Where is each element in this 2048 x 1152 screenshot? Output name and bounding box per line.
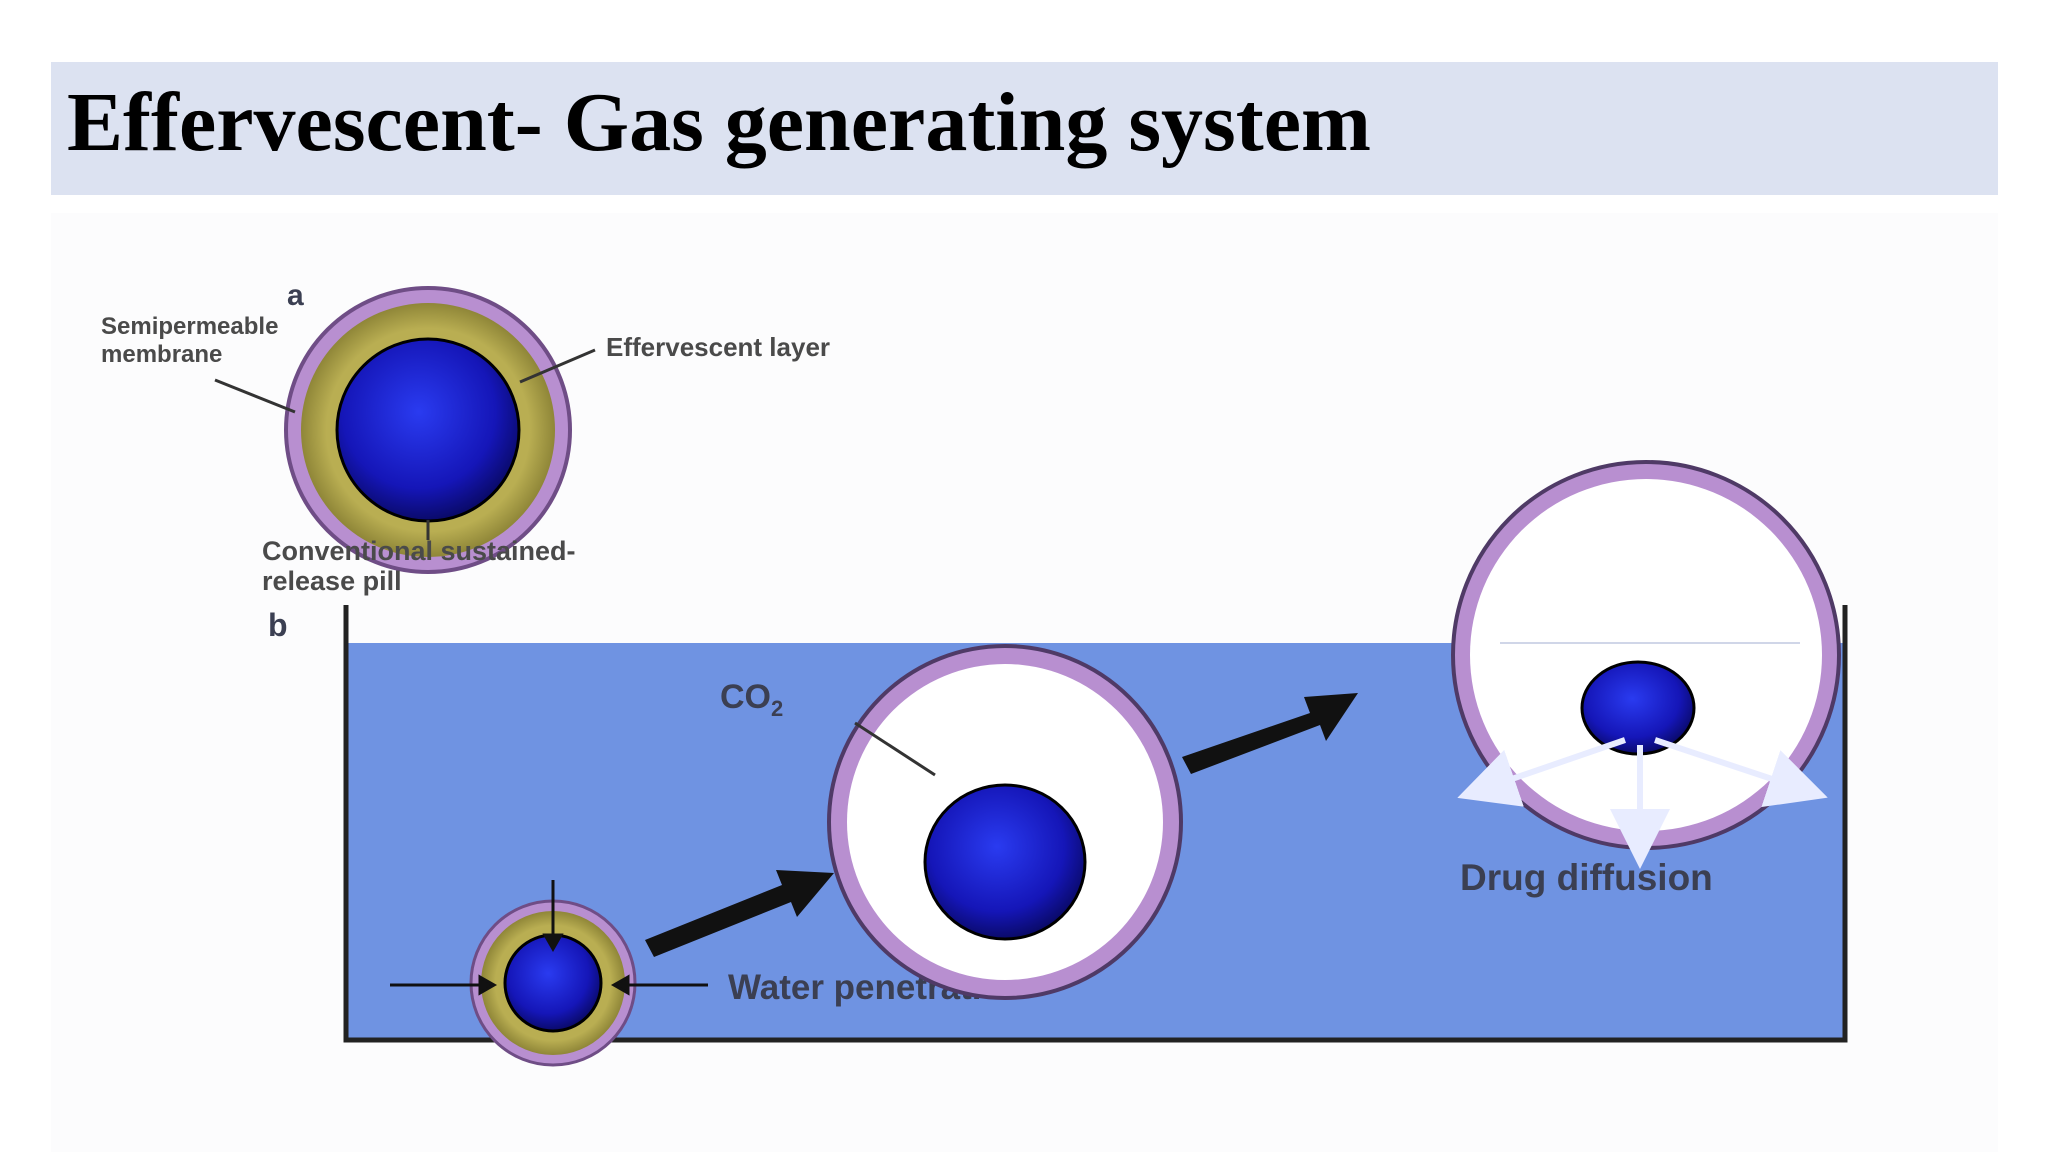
effervescent-leader-line [519, 348, 596, 384]
transition-arrow-1 [645, 870, 834, 957]
semipermeable-label-line2: membrane [101, 341, 222, 368]
drug-core-a [335, 337, 521, 523]
drug-core-floating [1580, 660, 1696, 756]
swelling-pill [827, 644, 1183, 1000]
pill-label-line1: Conventional sustained- [262, 536, 576, 566]
title-bar: Effervescent- Gas generating system [51, 62, 1998, 195]
slide-title: Effervescent- Gas generating system [67, 76, 1371, 169]
floating-pill [1451, 460, 1841, 850]
co2-label: CO2 [720, 678, 783, 721]
panel-b-letter: b [268, 607, 288, 643]
semipermeable-label-line1: Semipermeable [101, 313, 278, 340]
co2-leader-line [854, 721, 936, 777]
coated-pill-sinking [469, 899, 637, 1067]
drug-core-swelling [923, 783, 1087, 941]
effervescent-layer-label: Effervescent layer [606, 332, 830, 362]
beaker-outline [343, 605, 1848, 1043]
pill-label-line2: release pill [262, 566, 402, 596]
transition-arrow-2 [1182, 693, 1358, 774]
membrane-leader-line [214, 378, 296, 414]
drug-diffusion-arrows [1457, 737, 1828, 869]
panel-a-letter: a [287, 279, 304, 312]
coated-pill-a [284, 286, 572, 574]
co2-gas-pocket-floating [1470, 479, 1822, 831]
water-penetration-arrows [390, 880, 708, 996]
drug-diffusion-label: Drug diffusion [1460, 857, 1713, 898]
